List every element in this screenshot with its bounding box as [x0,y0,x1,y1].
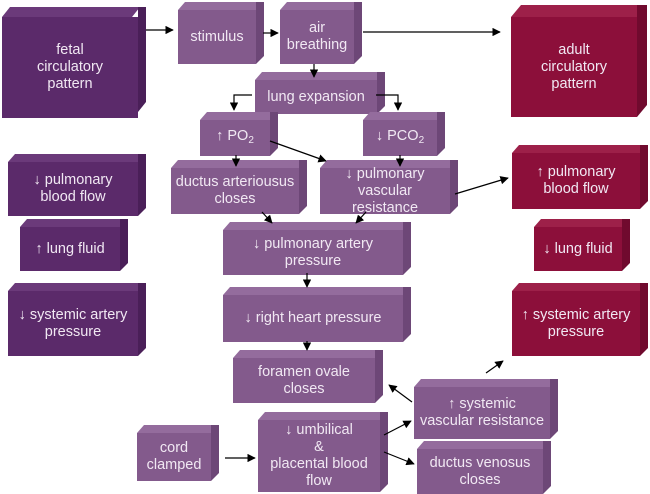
node-label: foramen ovale closes [233,358,375,403]
node-foramen-ovale-closes: foramen ovale closes [233,350,383,403]
node-label: lung expansion [255,80,377,114]
arrow-sys-vasc-resistance-to-foramen-ovale [388,384,413,403]
node-label: ↓ PCO2 [363,120,437,156]
node-pco2-decrease: ↓ PCO2 [363,112,445,156]
node-label: ↓ right heart pressure [223,295,403,342]
node-label: ↓ lung fluid [534,227,622,271]
arrow-umbilical-to-ductus-venosus [383,451,415,466]
arrow-sys-vasc-resistance-to-adult-sys-pressure [485,360,504,374]
arrow-lung-expansion-to-po2 [229,94,252,111]
node-fetal-lung-fluid: ↑ lung fluid [20,219,128,271]
arrow-po2-to-pulm-vasc-resistance [269,140,327,163]
arrow-umbilical-to-sys-vasc-resistance [383,420,412,436]
node-lung-expansion: lung expansion [255,72,385,114]
node-label: stimulus [178,10,256,64]
node-po2-increase: ↑ PO2 [200,112,278,156]
node-label: ↑ PO2 [200,120,270,156]
arrow-pulm-vasc-resistance-to-adult-pulm-flow [454,176,509,195]
node-right-heart-pressure: ↓ right heart pressure [223,287,411,342]
node-stimulus: stimulus [178,2,264,64]
node-adult-lung-fluid: ↓ lung fluid [534,219,630,271]
node-label: ↑ lung fluid [20,227,120,271]
